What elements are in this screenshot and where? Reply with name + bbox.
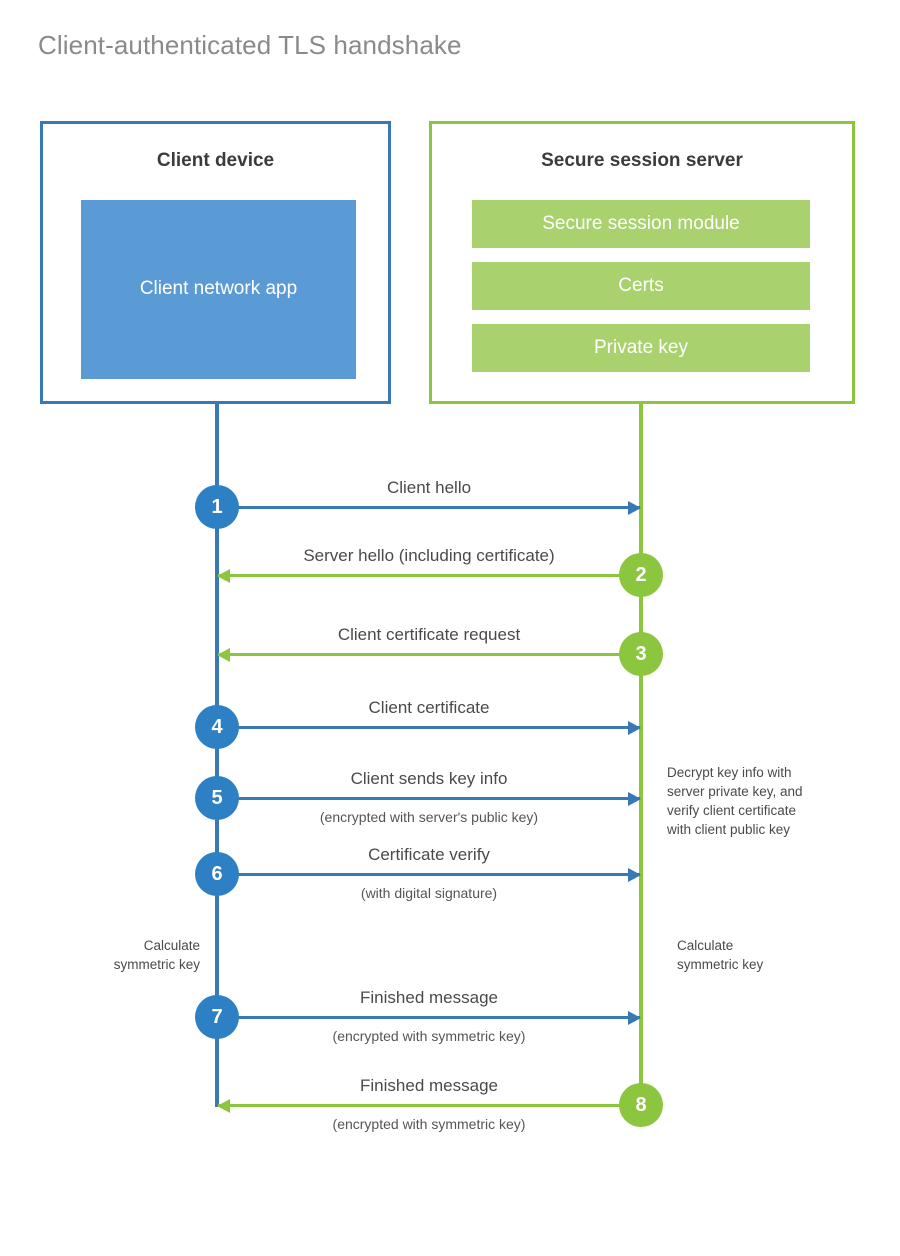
arrow-head-icon bbox=[628, 1010, 641, 1025]
message-sublabel-5: (encrypted with server's public key) bbox=[319, 809, 539, 825]
server-block-secure-session-module: Secure session module bbox=[472, 200, 810, 248]
message-sublabel-7: (encrypted with symmetric key) bbox=[332, 1028, 526, 1044]
message-arrow-7 bbox=[217, 1010, 641, 1025]
note-server-decrypt-line-4: with client public key bbox=[667, 822, 791, 838]
note-server-decrypt-line-3: verify client certificate bbox=[667, 803, 797, 819]
step-circle-5[interactable]: 5 bbox=[195, 776, 239, 820]
client-network-app-block: Client network app bbox=[81, 200, 356, 379]
message-label-1: Client hello bbox=[386, 478, 472, 497]
message-label-8: Finished message bbox=[360, 1076, 498, 1095]
client-device-title: Client device bbox=[156, 150, 275, 171]
step-circle-1[interactable]: 1 bbox=[195, 485, 239, 529]
note-server-decrypt-line-2: server private key, and bbox=[667, 784, 803, 800]
step-circle-3[interactable]: 3 bbox=[619, 632, 663, 676]
message-label-5: Client sends key info bbox=[350, 769, 508, 788]
step-circle-7[interactable]: 7 bbox=[195, 995, 239, 1039]
message-arrow-5 bbox=[217, 791, 641, 806]
note-client-symmetric-line-1: Calculate bbox=[143, 938, 200, 953]
client-device-box: Client device Client network app bbox=[40, 121, 391, 404]
message-arrow-2 bbox=[217, 568, 641, 583]
note-server-symmetric-line-1: Calculate bbox=[677, 938, 734, 953]
message-label-2: Server hello (including certificate) bbox=[303, 546, 555, 565]
message-arrow-6 bbox=[217, 867, 641, 882]
message-arrow-4 bbox=[217, 720, 641, 735]
arrow-head-icon bbox=[628, 720, 641, 735]
message-arrow-1 bbox=[217, 500, 641, 515]
message-sublabel-8: (encrypted with symmetric key) bbox=[332, 1116, 526, 1132]
message-label-3: Client certificate request bbox=[337, 625, 521, 644]
arrow-head-icon bbox=[628, 867, 641, 882]
note-server-decrypt-line-1: Decrypt key info with bbox=[667, 765, 792, 780]
secure-session-server-box: Secure session server Secure session mod… bbox=[429, 121, 855, 404]
step-circle-6[interactable]: 6 bbox=[195, 852, 239, 896]
note-client-symmetric-line-2: symmetric key bbox=[113, 956, 200, 972]
secure-session-server-title: Secure session server bbox=[541, 150, 743, 171]
arrow-head-icon bbox=[217, 1098, 230, 1113]
page-title: Client-authenticated TLS handshake bbox=[38, 30, 462, 60]
step-circle-2[interactable]: 2 bbox=[619, 553, 663, 597]
server-lifeline bbox=[639, 404, 643, 1107]
client-lifeline bbox=[215, 404, 219, 1107]
message-label-7: Finished message bbox=[360, 988, 498, 1007]
message-label-4: Client certificate bbox=[368, 698, 490, 717]
note-client-calculate-symmetric-key: Calculate symmetric key bbox=[50, 937, 200, 974]
message-arrow-3 bbox=[217, 647, 641, 662]
server-block-private-key: Private key bbox=[472, 324, 810, 372]
message-arrow-8 bbox=[217, 1098, 641, 1113]
arrow-head-icon bbox=[628, 500, 641, 515]
server-block-certs: Certs bbox=[472, 262, 810, 310]
step-circle-8[interactable]: 8 bbox=[619, 1083, 663, 1127]
arrow-head-icon bbox=[628, 791, 641, 806]
message-sublabel-6: (with digital signature) bbox=[360, 885, 498, 901]
message-label-6: Certificate verify bbox=[368, 845, 490, 864]
note-server-symmetric-line-2: symmetric key bbox=[677, 956, 764, 972]
note-server-decrypt: Decrypt key info with server private key,… bbox=[667, 763, 847, 840]
note-server-calculate-symmetric-key: Calculate symmetric key bbox=[677, 937, 847, 974]
step-circle-4[interactable]: 4 bbox=[195, 705, 239, 749]
arrow-head-icon bbox=[217, 647, 230, 662]
arrow-head-icon bbox=[217, 568, 230, 583]
